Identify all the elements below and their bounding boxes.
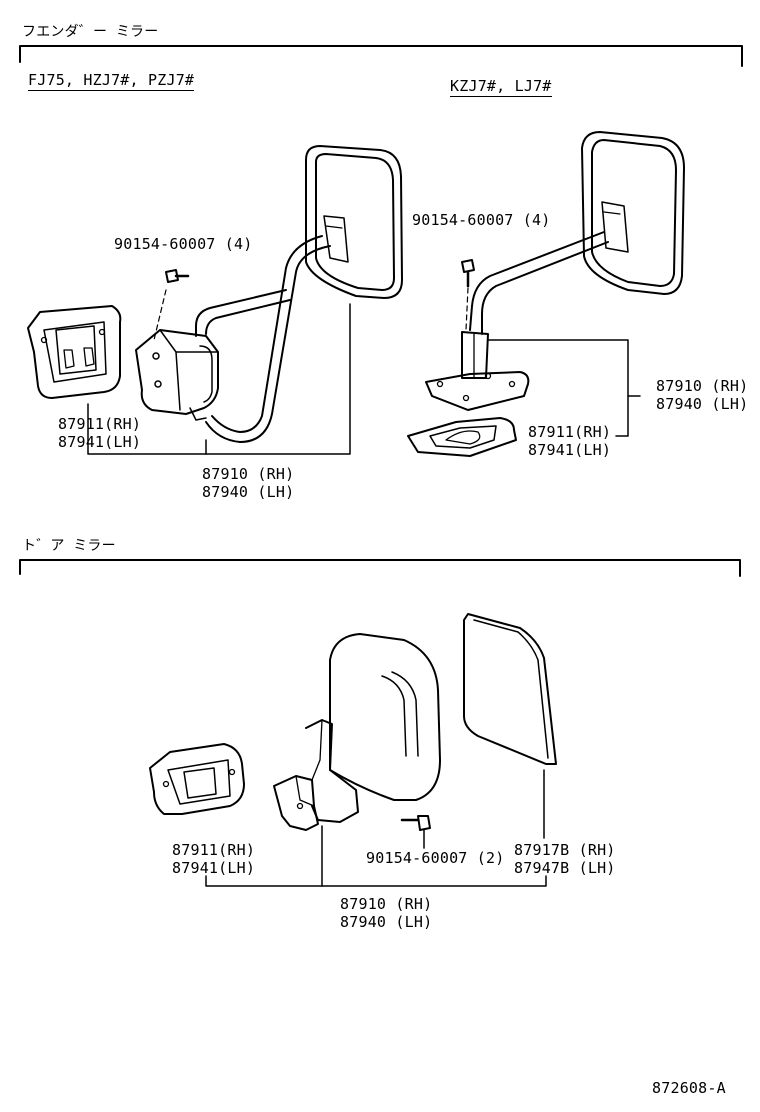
- fender-left-base-lh-label: 87941(LH): [58, 433, 142, 451]
- fender-mirror-section-title: フエンダ゛ー ミラー: [22, 24, 159, 40]
- door-mirror-section-title: ト゛ア ミラー: [22, 538, 116, 554]
- door-mirror-rh-label: 87910 (RH): [340, 895, 433, 913]
- fender-left-bolt-label: 90154-60007 (4): [114, 235, 253, 253]
- fender-right-mirror-lh-label: 87940 (LH): [656, 395, 749, 413]
- fender-mirror-left: [27, 145, 403, 455]
- figure-id: 872608-A: [652, 1079, 726, 1097]
- fender-right-base-lh-label: 87941(LH): [528, 441, 612, 459]
- door-base-lh-label: 87941(LH): [172, 859, 256, 877]
- door-base-rh-label: 87911(RH): [172, 841, 256, 859]
- fender-left-mirror-rh-label: 87910 (RH): [202, 465, 295, 483]
- door-section-frame: [19, 559, 741, 577]
- door-mirror-lh-label: 87940 (LH): [340, 913, 433, 931]
- door-glass-lh-label: 87947B (LH): [514, 859, 616, 877]
- fender-left-mirror-lh-label: 87940 (LH): [202, 483, 295, 501]
- fender-right-base-rh-label: 87911(RH): [528, 423, 612, 441]
- door-glass-rh-label: 87917B (RH): [514, 841, 616, 859]
- door-bolt-label: 90154-60007 (2): [366, 849, 505, 867]
- fender-left-base-rh-label: 87911(RH): [58, 415, 142, 433]
- fender-right-model-codes: KZJ7#, LJ7#: [450, 77, 552, 97]
- fender-mirror-right: [407, 131, 685, 457]
- fender-right-bolt-label: 90154-60007 (4): [412, 211, 551, 229]
- fender-right-mirror-rh-label: 87910 (RH): [656, 377, 749, 395]
- fender-section-frame: [19, 45, 743, 67]
- door-mirror-assembly: [149, 613, 557, 887]
- fender-left-model-codes: FJ75, HZJ7#, PZJ7#: [28, 71, 195, 91]
